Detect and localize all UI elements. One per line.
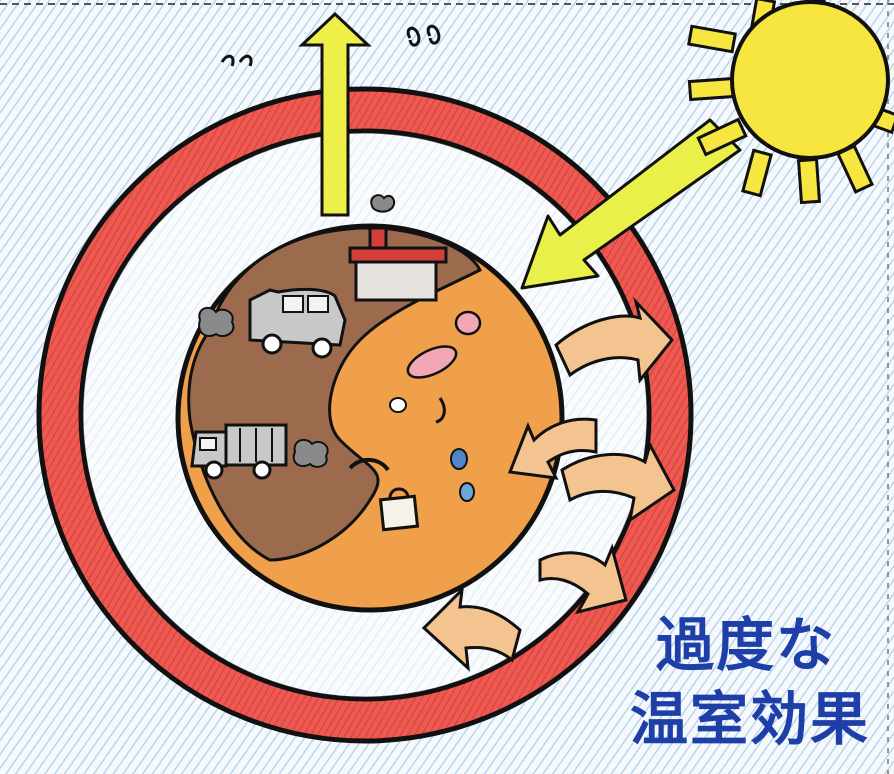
island-pink	[406, 345, 458, 379]
incoming-sunlight-arrow	[520, 118, 742, 290]
sun-icon	[687, 0, 894, 205]
island-blue	[450, 448, 468, 470]
car-icon	[198, 287, 347, 359]
caption-line-1: 過度な	[656, 611, 837, 679]
car-exhaust-smoke	[198, 306, 235, 338]
shopping-bag-icon	[348, 458, 420, 532]
factory-icon	[348, 194, 448, 302]
heat-wave-icon	[220, 54, 253, 67]
truck-icon	[190, 423, 329, 480]
island-white	[389, 397, 407, 413]
caption-line-2: 温室効果	[630, 685, 871, 753]
outgoing-heat-arrow	[220, 11, 441, 217]
caption-text: 過度な 温室効果	[630, 608, 880, 756]
reflected-heat-arrows	[421, 296, 676, 672]
smoke-icon	[370, 194, 396, 213]
heat-wave-icon-right	[406, 24, 441, 47]
island-blue-small	[459, 482, 475, 502]
truck-exhaust-smoke	[292, 438, 329, 468]
island-pink-small	[454, 310, 482, 336]
